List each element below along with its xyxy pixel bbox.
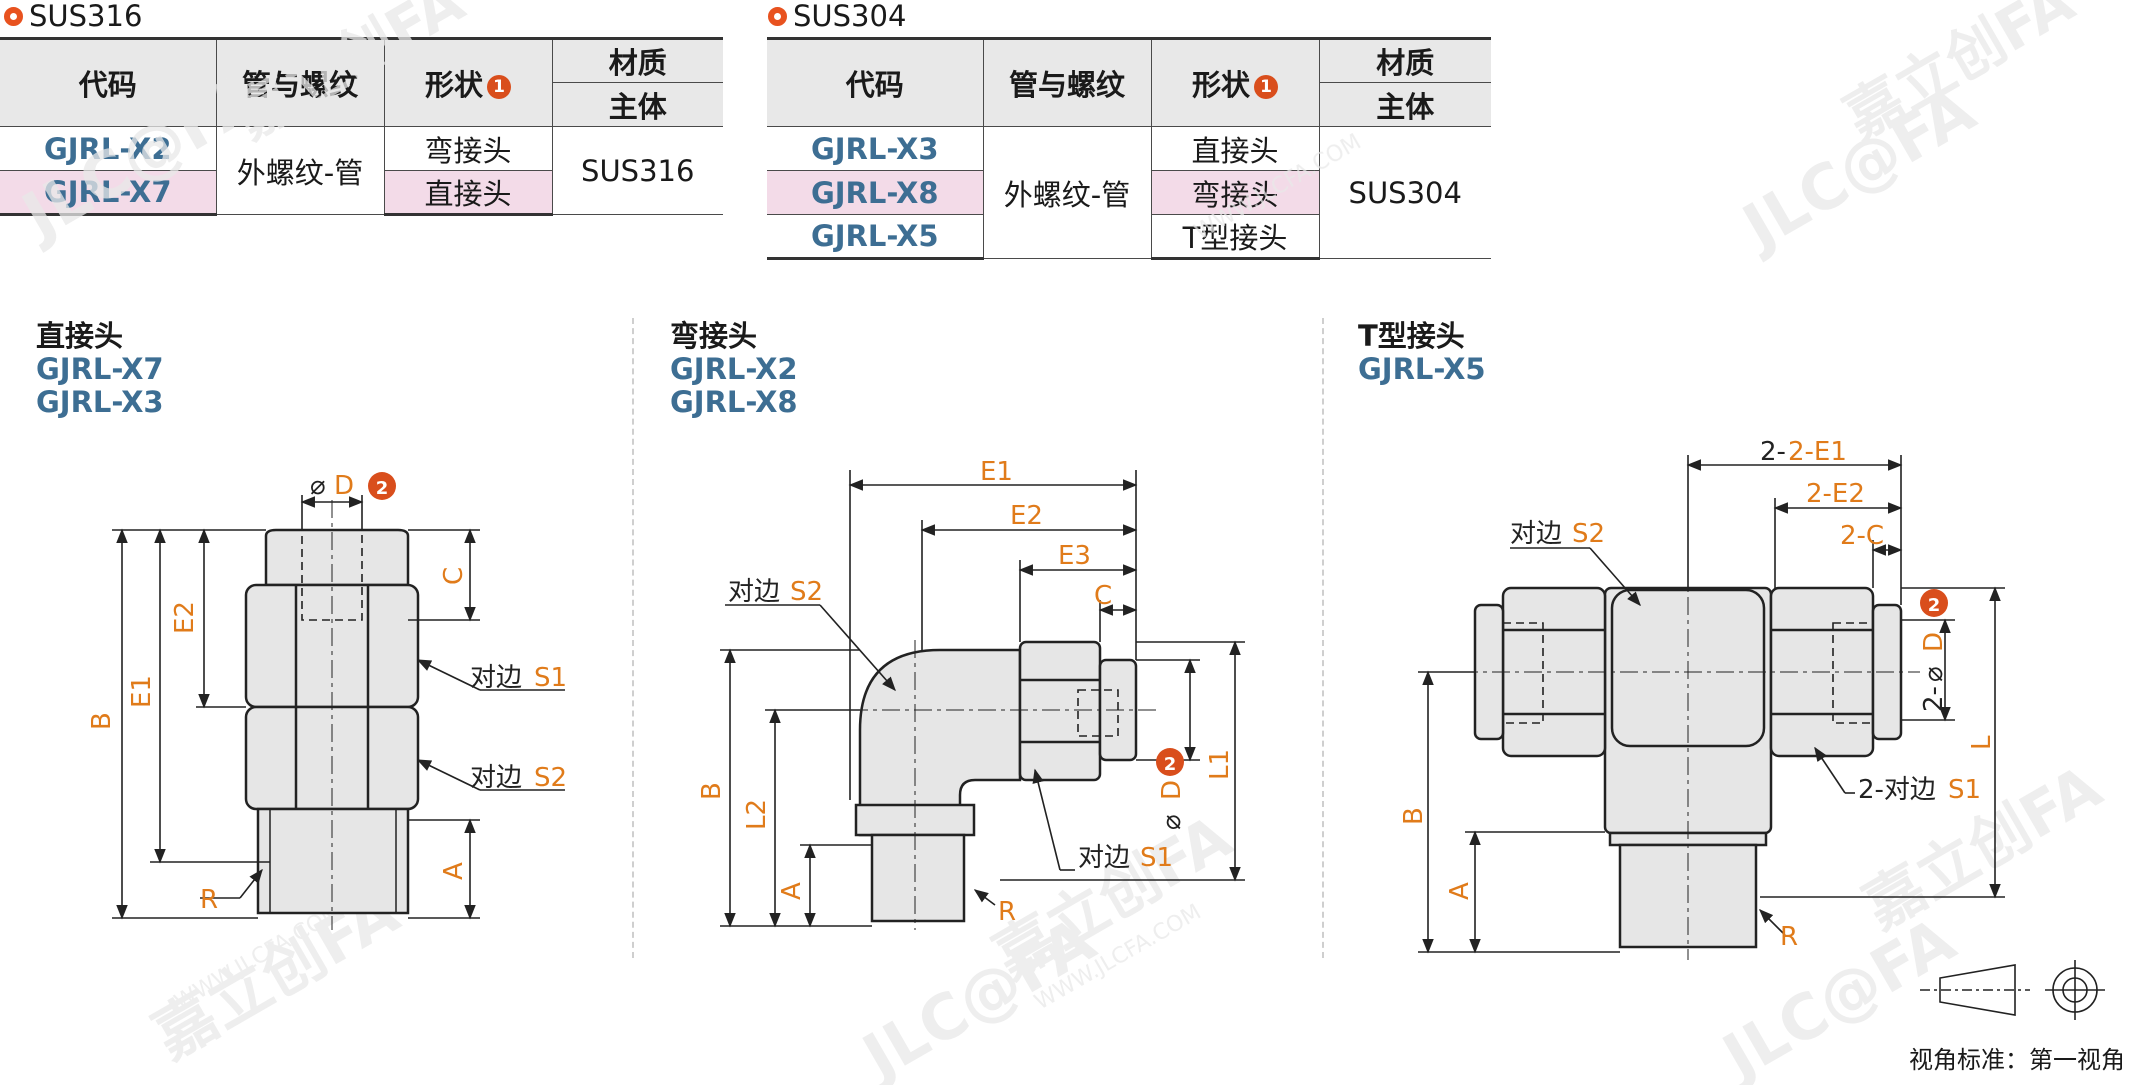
dim-b-label: B [87, 712, 117, 730]
first-angle-projection-icon [1920, 960, 2105, 1020]
across-flats-label: 2-对边 [1858, 775, 1936, 805]
dim-s2-label: S2 [1572, 519, 1605, 549]
pipe-thread-cell: 外螺纹-管 [982, 126, 1152, 259]
shape-cell: 直接头 [1150, 126, 1320, 171]
dim-d-prefix: 2- [1919, 686, 1949, 712]
dim-l2-label: L2 [742, 799, 772, 830]
ring-bullet-icon [4, 6, 23, 26]
dim-e1-label: E1 [127, 675, 157, 708]
dim-c-label: C [1094, 581, 1112, 611]
dim-r-label: R [998, 897, 1016, 927]
shape-cell: 弯接头 [1150, 170, 1319, 215]
dim-a-label: A [439, 862, 469, 880]
header-material: 材质 [551, 37, 723, 83]
across-flats-label: 对边 [728, 577, 780, 607]
dim-a-label: A [1445, 882, 1475, 900]
code-cell: GJRL-X5 [767, 214, 984, 260]
code-cell: GJRL-X2 [0, 126, 217, 171]
note-2-badge: 2 [376, 478, 389, 499]
elbow-hex-nut [1018, 640, 1102, 782]
dim-s1-label: S1 [1140, 843, 1173, 873]
header-body: 主体 [1319, 82, 1491, 127]
diameter-icon: ⌀ [1157, 814, 1187, 830]
section-divider [632, 318, 634, 958]
material-cell: SUS316 [551, 126, 723, 215]
code-cell: GJRL-X3 [767, 126, 984, 171]
header-code: 代码 [767, 37, 984, 127]
across-flats-label: 对边 [1078, 843, 1130, 873]
dim-c-label: 2-C [1840, 521, 1884, 551]
elbow-thread [870, 833, 966, 923]
dim-l1-label: L1 [1205, 749, 1235, 780]
dim-l-label: L [1967, 735, 1997, 750]
dim-d-label: D [334, 471, 354, 501]
dim-a-label: A [777, 882, 807, 900]
dim-s2-label: S2 [534, 763, 567, 793]
svg-text:嘉立创FA: 嘉立创FA [223, 0, 475, 152]
pipe-thread-cell: 外螺纹-管 [215, 126, 385, 215]
dim-e2-label: E2 [170, 601, 200, 634]
diameter-icon: ⌀ [310, 471, 326, 501]
dim-r-label: R [200, 885, 218, 915]
header-body: 主体 [552, 82, 723, 127]
dim-e1-label: 2-E1 [1788, 437, 1847, 467]
dim-c-label: C [439, 567, 469, 585]
dim-s1-label: S1 [1948, 775, 1981, 805]
note-2-badge: 2 [1928, 595, 1941, 616]
across-flats-label: 对边 [470, 763, 522, 793]
code-cell: GJRL-X7 [0, 170, 217, 216]
elbow-fitting-title: 弯接头 GJRL-X2 GJRL-X8 [670, 319, 798, 419]
section-divider [1322, 318, 1324, 958]
material-cell: SUS304 [1318, 126, 1491, 259]
dim-e2-label: 2-E2 [1806, 479, 1865, 509]
svg-text:WWW.JLCFA.COM: WWW.JLCFA.COM [1191, 130, 1366, 246]
elbow-body [858, 648, 1022, 837]
note-1-badge: 1 [487, 75, 511, 99]
shape-cell: T型接头 [1150, 214, 1319, 260]
shape-cell: 弯接头 [383, 126, 553, 171]
dim-r-label: R [1780, 922, 1798, 952]
dim-d-label: D [1919, 632, 1949, 652]
tee-fitting-title: T型接头 GJRL-X5 [1358, 319, 1486, 386]
dim-e1-label: E1 [980, 457, 1013, 487]
across-flats-label: 对边 [470, 663, 522, 693]
elbow-fitting-drawing [854, 640, 1138, 923]
ring-bullet-icon [768, 6, 787, 26]
sus304-section-title: SUS304 [768, 0, 906, 33]
dim-e1-prefix: 2- [1760, 437, 1786, 467]
diameter-icon: ⌀ [1919, 666, 1949, 682]
dim-e2-label: E2 [1010, 501, 1043, 531]
dim-e3-label: E3 [1058, 541, 1091, 571]
across-flats-label: 对边 [1510, 519, 1562, 549]
header-pipe-thread: 管与螺纹 [982, 37, 1152, 127]
pipe-nut-cap [264, 528, 410, 587]
dim-s1-label: S1 [534, 663, 567, 693]
dim-s2-label: S2 [790, 577, 823, 607]
header-code: 代码 [0, 37, 217, 127]
header-pipe-thread: 管与螺纹 [215, 37, 385, 127]
dim-d-label: D [1157, 780, 1187, 800]
note-2-badge: 2 [1164, 754, 1177, 775]
straight-fitting-title: 直接头 GJRL-X7 GJRL-X3 [36, 319, 164, 419]
shape-cell: 直接头 [383, 170, 552, 216]
male-thread [256, 807, 410, 915]
dim-b-label: B [1399, 807, 1429, 825]
projection-standard-note: 视角标准：第一视角 [1909, 1046, 2125, 1074]
sus316-section-title: SUS316 [4, 0, 142, 33]
note-1-badge: 1 [1254, 75, 1278, 99]
dim-b-label: B [697, 782, 727, 800]
code-cell: GJRL-X8 [767, 170, 984, 215]
